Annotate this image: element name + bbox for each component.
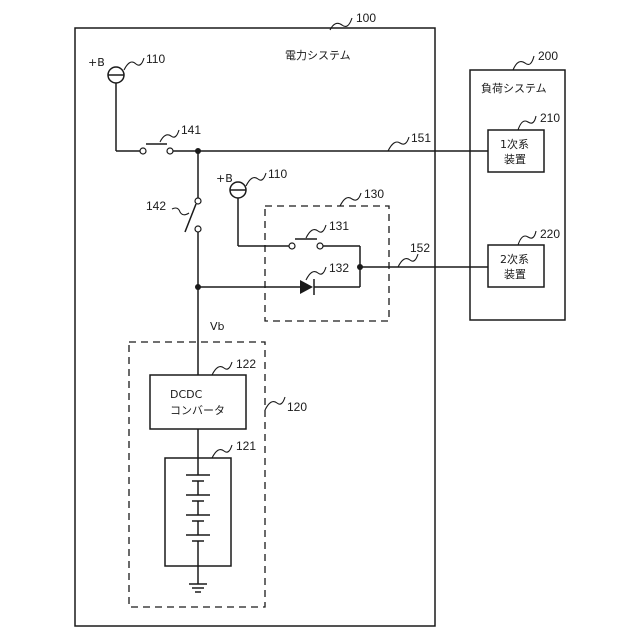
wire-152-leader [398,254,418,267]
battery-ref: 121 [236,439,256,453]
power-system-box [75,28,435,626]
secondary-device-ref: 220 [540,227,560,241]
relay-unit-ref: 130 [364,187,384,201]
power-system-ref: 100 [356,11,376,25]
switch-142-blade [185,204,196,232]
wire-151-ref: 151 [411,131,431,145]
switch-141-ref: 141 [181,123,201,137]
secondary-device-leader [518,231,536,245]
secondary-device-line2: 装置 [504,268,526,281]
dcdc-converter-box [150,375,246,429]
load-system-leader [513,56,534,70]
primary-device-ref: 210 [540,111,560,125]
switch-142-leader [172,208,189,215]
switch-131-ref: 131 [329,219,349,233]
voltage-label: Vb [210,320,225,333]
battery-unit-ref: 120 [287,400,307,414]
power-source-top-label: +B [88,56,105,69]
battery-leader [212,445,232,458]
secondary-device-line1: 2次系 [500,252,529,266]
battery-unit-leader [265,397,285,410]
diode-132-symbol [300,280,313,294]
switch-141-contact-right [167,148,173,154]
power-system-label: 電力システム [285,49,351,62]
switch-131-contact-right [317,243,323,249]
power-source-mid-label: +B [216,172,233,185]
diode-132-leader [306,267,326,280]
diode-132-ref: 132 [329,261,349,275]
power-source-top-leader [124,58,144,70]
dcdc-ref: 122 [236,357,256,371]
primary-device-leader [518,116,536,130]
relay-unit-box [265,206,389,321]
power-source-mid-leader [246,173,266,186]
load-system-ref: 200 [538,49,558,63]
battery-cells [186,458,210,566]
switch-142-contact-top [195,198,201,204]
switch-141-leader [160,130,179,142]
primary-device-line1: 1次系 [500,137,529,151]
wire-152-ref: 152 [410,241,430,255]
power-source-top-ref: 110 [146,52,165,66]
relay-unit-leader [340,193,361,206]
power-source-mid-ref: 110 [268,167,287,181]
switch-131-leader [306,225,326,238]
ground-icon [189,584,207,592]
switch-131-contact-left [289,243,295,249]
dcdc-leader [212,362,232,375]
switch-142-ref: 142 [146,199,166,213]
dcdc-line2: コンバータ [170,404,225,417]
primary-device-line2: 装置 [504,153,526,166]
switch-141-contact-left [140,148,146,154]
load-system-label: 負荷システム [481,82,547,95]
switch-142-contact-bottom [195,226,201,232]
dcdc-line1: DCDC [170,388,203,401]
load-system-box [470,70,565,320]
wire-151-leader [388,137,409,151]
